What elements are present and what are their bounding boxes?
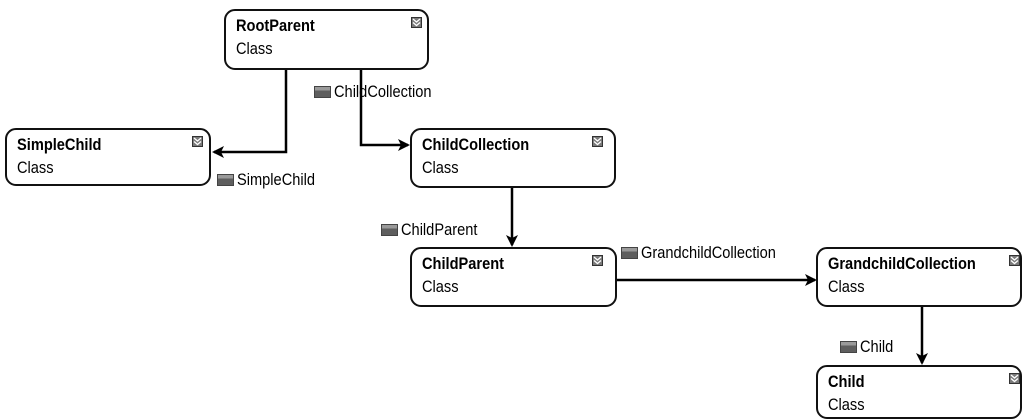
class-grandchild-collection[interactable]: GrandchildCollection Class — [816, 247, 1022, 307]
class-stereotype: Class — [422, 158, 459, 177]
class-child[interactable]: Child Class — [816, 365, 1022, 419]
chevron-down-icon[interactable] — [1009, 255, 1020, 266]
property-icon — [314, 86, 331, 98]
chevron-down-icon[interactable] — [192, 136, 203, 147]
class-stereotype: Class — [17, 158, 54, 177]
class-stereotype: Class — [422, 277, 459, 296]
connector-rootparent-childcollection — [359, 70, 410, 151]
chevron-down-icon[interactable] — [1009, 373, 1020, 384]
association-name: SimpleChild — [237, 170, 316, 189]
association-label-grandchildcollection: GrandchildCollection — [621, 243, 798, 263]
association-name: GrandchildCollection — [641, 243, 776, 262]
association-name: ChildCollection — [334, 82, 432, 101]
association-label-childparent: ChildParent — [381, 220, 490, 240]
association-label-simplechild: SimpleChild — [217, 170, 328, 190]
chevron-down-icon[interactable] — [592, 136, 603, 147]
class-child-parent[interactable]: ChildParent Class — [410, 247, 617, 307]
class-name: ChildCollection — [422, 135, 530, 154]
class-name: Child — [828, 372, 865, 391]
class-simple-child[interactable]: SimpleChild Class — [5, 128, 211, 186]
association-name: ChildParent — [401, 220, 478, 239]
class-stereotype: Class — [828, 395, 865, 414]
class-name: ChildParent — [422, 254, 505, 273]
class-stereotype: Class — [828, 277, 865, 296]
association-name: Child — [860, 337, 894, 356]
class-root-parent[interactable]: RootParent Class — [224, 9, 429, 70]
property-icon — [217, 174, 234, 186]
class-name: GrandchildCollection — [828, 254, 976, 273]
class-child-collection[interactable]: ChildCollection Class — [410, 128, 616, 188]
property-icon — [840, 341, 857, 353]
association-label-child: Child — [840, 337, 899, 357]
property-icon — [381, 224, 398, 236]
chevron-down-icon[interactable] — [411, 17, 422, 28]
class-name: SimpleChild — [17, 135, 102, 154]
class-name: RootParent — [236, 16, 315, 35]
connector-rootparent-simplechild — [212, 70, 288, 158]
class-stereotype: Class — [236, 39, 273, 58]
association-label-childcollection: ChildCollection — [314, 82, 447, 102]
property-icon — [621, 247, 638, 259]
chevron-down-icon[interactable] — [592, 255, 603, 266]
